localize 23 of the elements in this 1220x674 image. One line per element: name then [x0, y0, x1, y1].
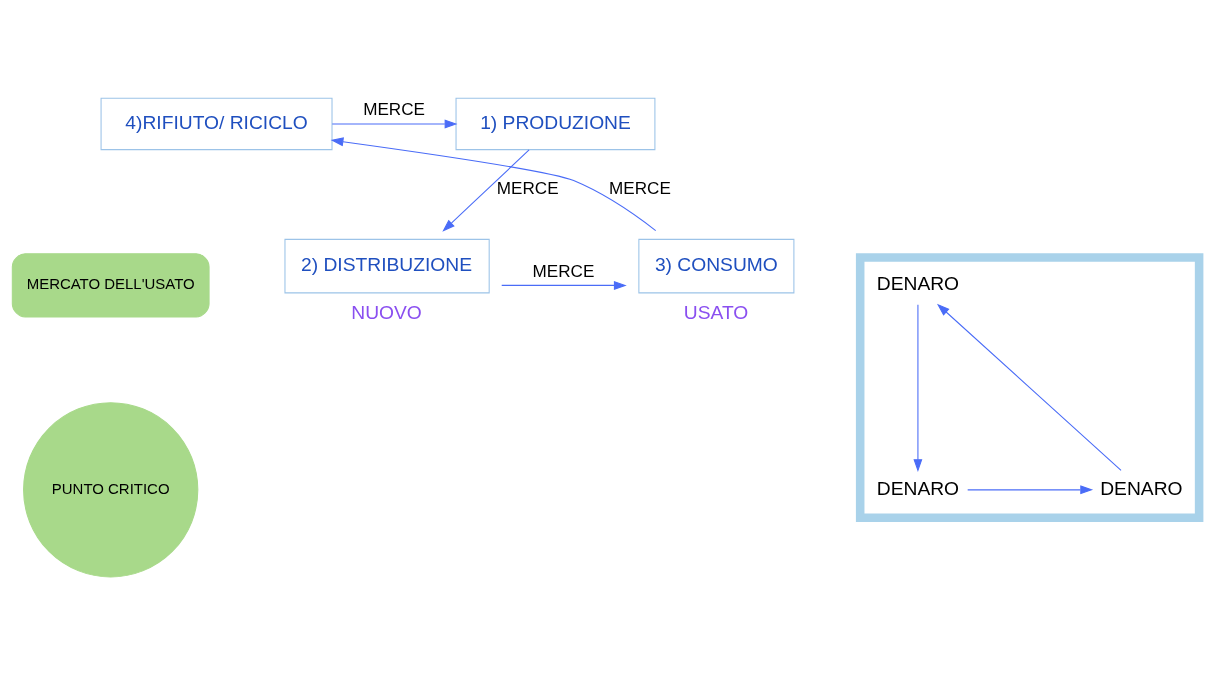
cluster — [855, 252, 1204, 522]
node-box: 1) PRODUZIONE — [455, 97, 656, 150]
node-box: 3) CONSUMO — [638, 238, 795, 293]
node-text: DENARO — [876, 477, 960, 499]
node-box: 2) DISTRIBUZIONE — [284, 238, 490, 293]
edge-label: MERCE — [496, 178, 559, 198]
node-box: MERCATO DELL'USATO — [11, 252, 210, 317]
edge-label: MERCE — [609, 178, 671, 198]
arrow — [330, 136, 657, 231]
node-label: NUOVO — [351, 301, 422, 323]
arrow — [442, 148, 530, 232]
node-text: DENARO — [876, 272, 960, 294]
edge-label: MERCE — [532, 261, 595, 281]
node-box: 4)RIFIUTO/ RICICLO — [100, 97, 333, 150]
arrow — [331, 118, 458, 128]
arrow — [936, 303, 1122, 471]
arrow — [501, 280, 627, 290]
node-label: USATO — [683, 301, 749, 323]
node-circle: PUNTO CRITICO — [23, 401, 199, 578]
node-text: DENARO — [1100, 477, 1183, 499]
edge-label: MERCE — [363, 99, 425, 119]
arrow — [913, 303, 923, 472]
arrow — [967, 484, 1094, 494]
